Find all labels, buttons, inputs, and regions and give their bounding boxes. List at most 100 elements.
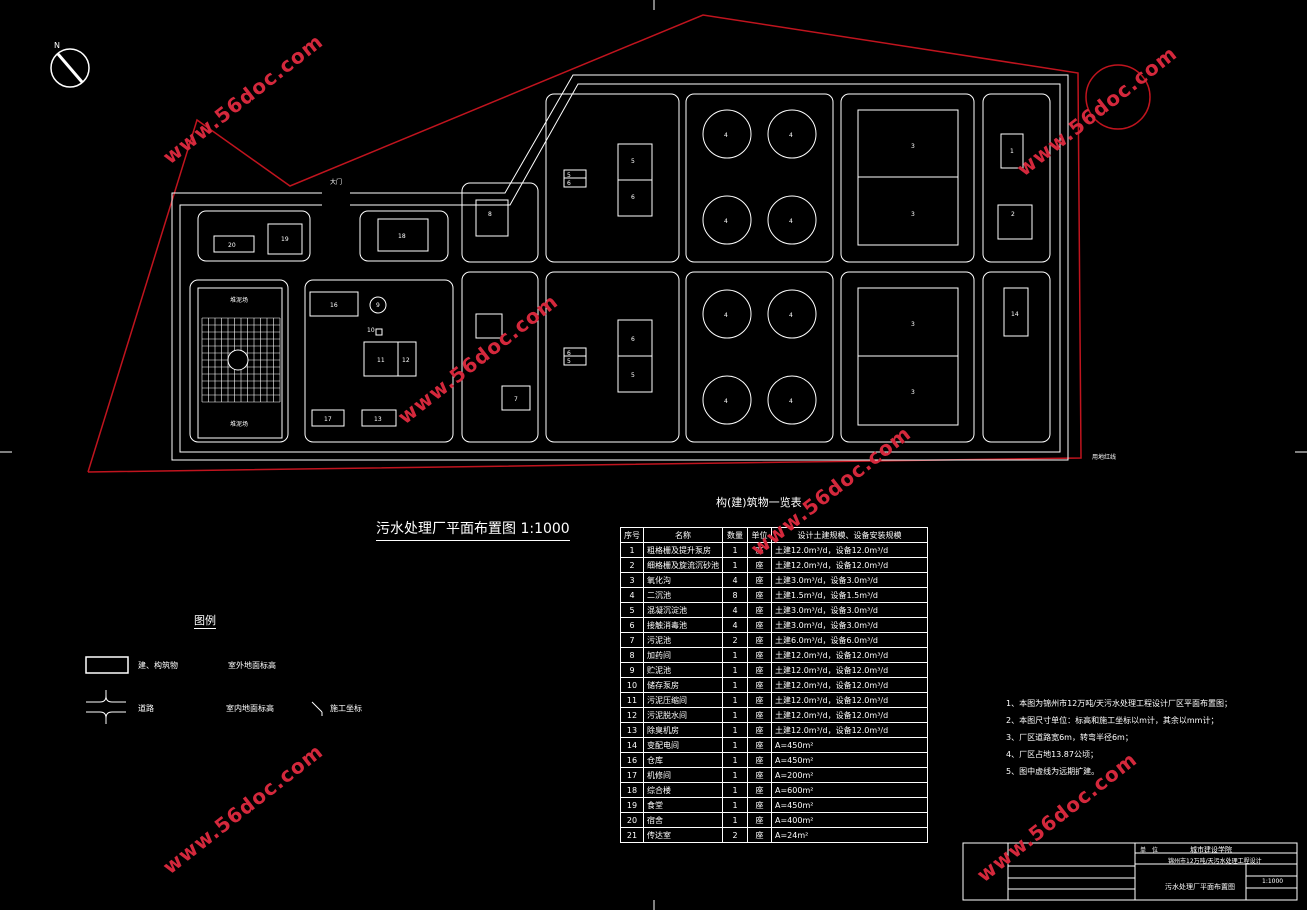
table-title: 构(建)筑物一览表 [716,496,802,509]
table-cell: 座 [747,572,772,588]
table-cell: A=600m² [771,782,928,798]
table-cell: 1 [722,782,748,798]
unit-1-label: 1 [1010,148,1014,155]
table-cell: 1 [722,767,748,783]
table-cell: 座 [747,767,772,783]
unit-4d-label: 4 [789,218,793,225]
unit-3b-label: 3 [911,211,915,218]
table-cell: 5 [620,602,644,618]
table-cell: 16 [620,752,644,768]
table-cell: 除臭机房 [643,722,723,738]
table-cell: 食堂 [643,797,723,813]
table-cell: 细格栅及旋流沉砂池 [643,557,723,573]
tb-scale: 1:1000 [1262,878,1284,885]
table-cell: 4 [722,617,748,633]
table-cell: 1 [722,752,748,768]
unit-4a-label: 4 [724,132,728,139]
unit-5d-label: 5 [567,358,571,365]
table-cell: 1 [722,797,748,813]
table-cell: 土建12.0m³/d，设备12.0m³/d [771,677,928,693]
table-cell: 13 [620,722,644,738]
unit-17-label: 17 [324,416,332,423]
table-cell: 座 [747,677,772,693]
table-cell: 变配电间 [643,737,723,753]
unit-5b-label: 5 [567,172,571,179]
table-cell: 6 [620,617,644,633]
tb-school: 城市建设学院 [1190,846,1232,854]
legend-coord-symbol [311,701,323,716]
table-cell: A=24m² [771,827,928,843]
unit-20-label: 20 [228,242,236,249]
table-cell: 14 [620,737,644,753]
unit-3d-label: 3 [911,389,915,396]
table-cell: 12 [620,707,644,723]
table-cell: 仓库 [643,752,723,768]
note-line: 1、本图为锦州市12万吨/天污水处理工程设计厂区平面布置图； [1006,699,1232,708]
note-line: 2、本图尺寸单位：标高和施工坐标以m计，其余以mm计； [1006,716,1219,725]
unit-4h-label: 4 [789,398,793,405]
table-cell: 19 [620,797,644,813]
table-cell: 土建12.0m³/d，设备12.0m³/d [771,557,928,573]
table-cell: 1 [722,707,748,723]
table-cell: 土建1.5m³/d，设备1.5m³/d [771,587,928,603]
unit-5c-label: 5 [631,372,635,379]
drawing-title: 污水处理厂平面布置图 1:1000 [376,518,570,541]
table-cell: 3 [620,572,644,588]
legend-road-symbol [86,690,126,724]
table-cell: 4 [722,602,748,618]
table-cell: 座 [747,662,772,678]
unit-14-label: 14 [1011,311,1019,318]
tb-drawing-name: 污水处理厂平面布置图 [1165,883,1235,891]
table-cell: A=200m² [771,767,928,783]
table-cell: 土建12.0m³/d，设备12.0m³/d [771,662,928,678]
table-cell: 座 [747,707,772,723]
table-cell: 11 [620,692,644,708]
table-cell: 2 [722,827,748,843]
table-cell: 1 [722,737,748,753]
unit-6b-label: 6 [567,180,571,187]
table-cell: 8 [620,647,644,663]
gate-label: 大门 [330,178,342,186]
north-arrow-icon [50,48,90,88]
unit-4c-label: 4 [724,218,728,225]
note-line: 4、厂区占地13.87公顷； [1006,750,1098,759]
table-cell: 二沉池 [643,587,723,603]
table-cell: A=450m² [771,737,928,753]
table-cell: 储存泵房 [643,677,723,693]
table-cell: 4 [722,572,748,588]
table-cell: 2 [620,557,644,573]
road-outline [171,74,1069,461]
table-cell: 污泥脱水间 [643,707,723,723]
table-cell: 7 [620,632,644,648]
unit-18-label: 18 [398,233,406,240]
unit-6d-label: 6 [567,350,571,357]
unit-5a-label: 5 [631,158,635,165]
unit-2-label: 2 [1011,211,1015,218]
unit-11-label: 11 [377,357,385,364]
unit-9-label: 9 [376,302,380,309]
table-cell: 2 [722,632,748,648]
table-cell: A=450m² [771,797,928,813]
table-cell: 1 [722,812,748,828]
table-cell: 座 [747,782,772,798]
table-cell: 土建12.0m³/d，设备12.0m³/d [771,707,928,723]
unit-6a-label: 6 [631,194,635,201]
unit-12-label: 12 [402,357,410,364]
table-cell: 1 [722,662,748,678]
sludge-label-top: 堆泥场 [230,296,248,304]
header-name: 名称 [643,527,723,543]
table-cell: 座 [747,752,772,768]
table-cell: 土建12.0m³/d，设备12.0m³/d [771,692,928,708]
table-cell: 4 [620,587,644,603]
table-cell: 10 [620,677,644,693]
table-cell: 座 [747,812,772,828]
unit-4g-label: 4 [724,398,728,405]
